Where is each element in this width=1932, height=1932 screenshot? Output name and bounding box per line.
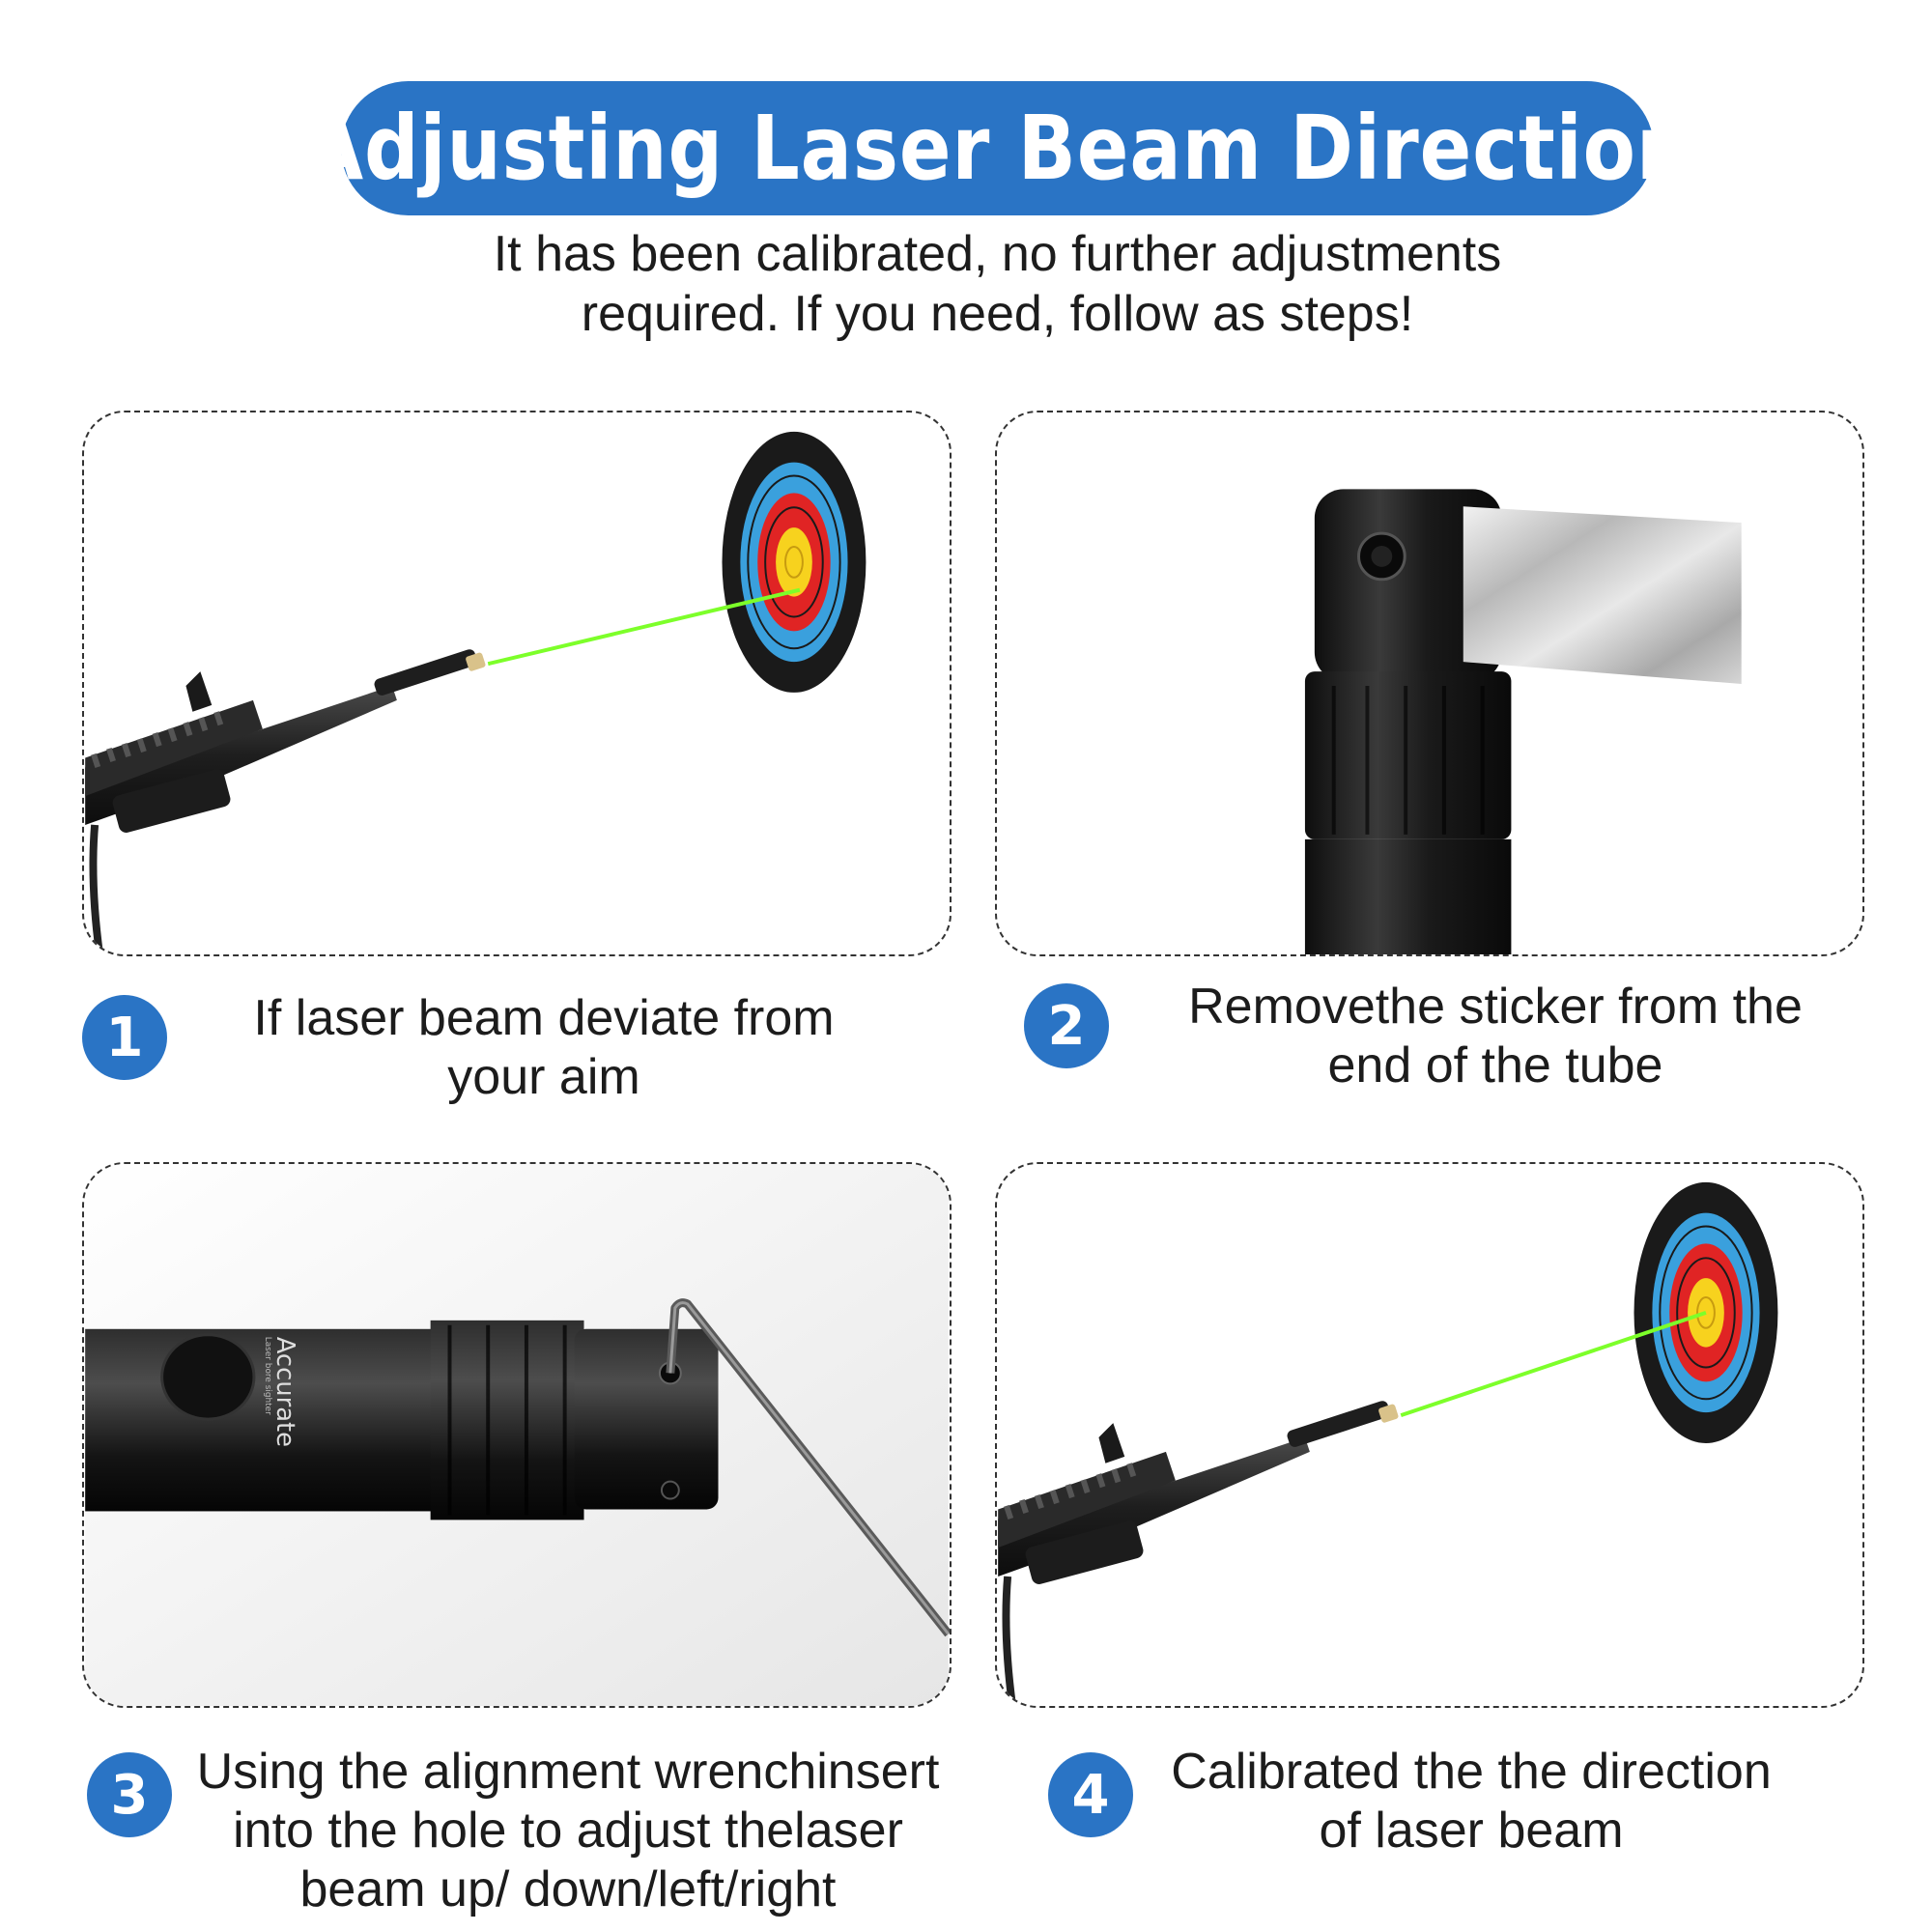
step-4-line-1: Calibrated the the direction (1171, 1744, 1772, 1800)
rifle-target-off-center-illustration (85, 431, 867, 954)
rifle-target-centered-illustration (998, 1181, 1778, 1706)
laser-beam (487, 587, 801, 667)
target-icon (1634, 1181, 1778, 1443)
title-banner: Adjusting Laser Beam Direction (303, 81, 1690, 215)
laser-beam (1400, 1311, 1707, 1418)
sticker-icon (1463, 506, 1742, 684)
step-3: 3 Using the alignment wrenchinsert into … (87, 1743, 964, 1919)
step-3-image: Accurate Laser bore sighter (82, 1162, 952, 1708)
tube-sticker-illustration (1304, 489, 1742, 954)
step-1-image (82, 411, 952, 956)
laser-tube-icon (1304, 489, 1512, 954)
step-2-line-2: end of the tube (1327, 1037, 1663, 1094)
brand-label: Accurate (270, 1337, 299, 1447)
step-3-line-1: Using the alignment wrenchinsert (196, 1744, 940, 1800)
step-3-badge: 3 (87, 1752, 172, 1837)
subtitle-line-2: required. If you need, follow as steps! (581, 286, 1414, 342)
hex-wrench-icon (666, 1298, 950, 1637)
step-4: 4 Calibrated the the direction of laser … (1048, 1743, 1809, 1861)
step-4-caption: Calibrated the the direction of laser be… (1133, 1743, 1809, 1861)
step-1-line-1: If laser beam deviate from (253, 990, 835, 1046)
step-1-badge: 1 (82, 995, 167, 1080)
subtitle-line-1: It has been calibrated, no further adjus… (493, 226, 1502, 282)
step-2-badge: 2 (1024, 983, 1109, 1068)
step-4-image (995, 1162, 1864, 1708)
step-2-caption: Removethe sticker from the end of the tu… (1128, 978, 1862, 1095)
step-3-caption: Using the alignment wrenchinsert into th… (172, 1743, 964, 1919)
rifle-icon (85, 649, 486, 954)
boresighter-icon: Accurate Laser bore sighter (85, 1320, 719, 1520)
step-4-line-2: of laser beam (1319, 1803, 1624, 1859)
wrench-adjustment-illustration: Accurate Laser bore sighter (85, 1164, 950, 1706)
page-subtitle: It has been calibrated, no further adjus… (341, 224, 1654, 344)
step-1-line-2: your aim (447, 1049, 640, 1105)
step-4-badge: 4 (1048, 1752, 1133, 1837)
step-2: 2 Removethe sticker from the end of the … (1024, 978, 1862, 1095)
step-1: 1 If laser beam deviate from your aim (82, 989, 921, 1107)
step-3-line-3: beam up/ down/left/right (299, 1861, 837, 1918)
brand-sublabel: Laser bore sighter (263, 1337, 272, 1415)
step-1-caption: If laser beam deviate from your aim (167, 989, 921, 1107)
step-2-image (995, 411, 1864, 956)
step-3-line-2: into the hole to adjust thelaser (233, 1803, 903, 1859)
target-icon (722, 431, 867, 693)
page-title: Adjusting Laser Beam Direction (303, 97, 1691, 200)
step-2-line-1: Removethe sticker from the (1188, 979, 1803, 1035)
rifle-icon (998, 1401, 1399, 1706)
